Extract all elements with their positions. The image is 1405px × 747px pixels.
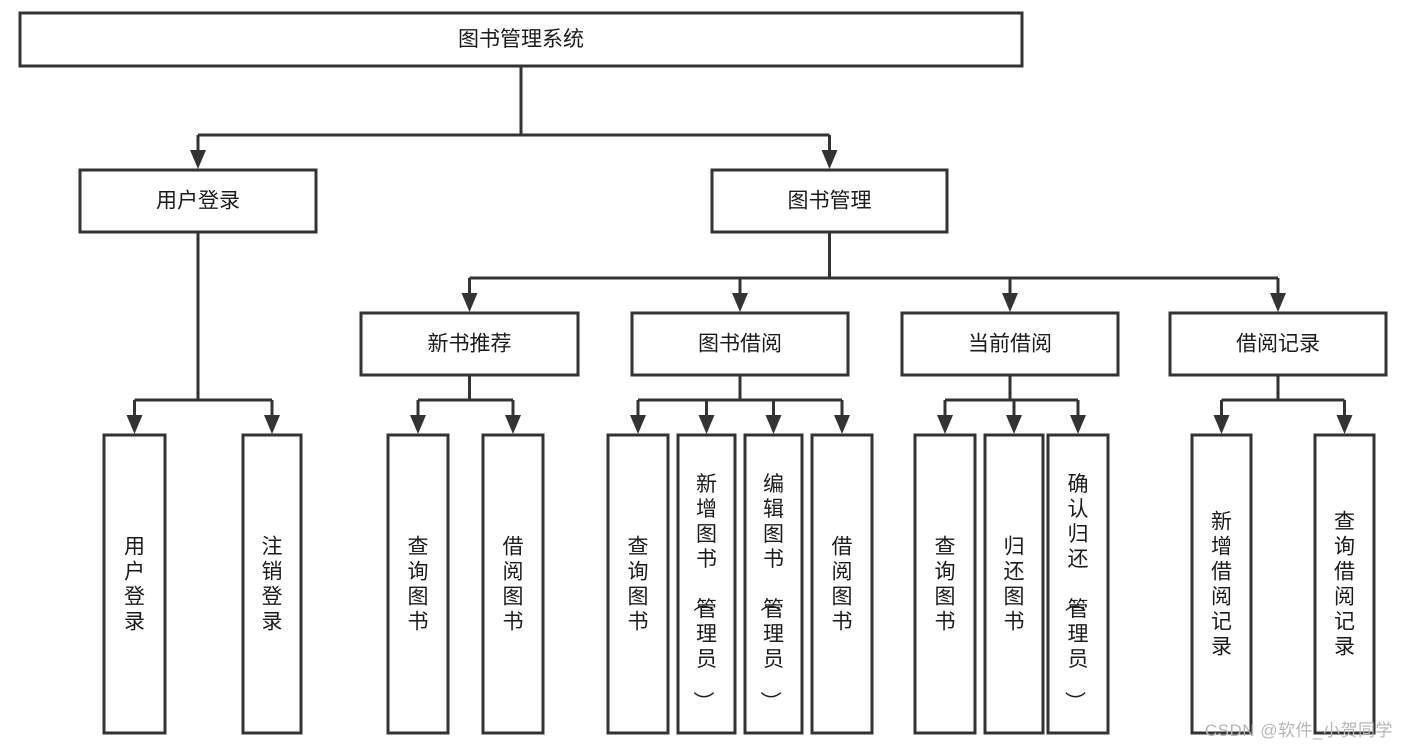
node-borrow-record[interactable]: 借阅记录 [1168,311,1388,377]
edge-group-new-book-recommend [410,375,521,434]
node-label: 图书借阅 [698,333,782,356]
node-label: 借阅图书 [503,536,524,634]
node-new-book-recommend[interactable]: 新书推荐 [359,311,580,377]
csdn-watermark: CSDN @软件_小贺同学 [1204,721,1393,740]
edge-group-borrow-record [1213,375,1353,434]
node-label: 查询图书 [628,536,649,634]
edge-group-user-login [126,232,280,434]
node-leaf-query-book-2[interactable]: 查询图书 [606,433,670,735]
node-leaf-confirm-return[interactable]: 确认归还（管理员） [1046,433,1110,735]
node-label: 新增借阅记录 [1211,511,1232,659]
node-leaf-add-record[interactable]: 新增借阅记录 [1190,433,1253,735]
node-label: 图书管理 [788,190,872,213]
edge-layer [126,66,1353,434]
node-label: 图书管理系统 [458,28,584,51]
node-leaf-query-book-1[interactable]: 查询图书 [386,433,450,735]
node-label: 用户登录 [124,536,145,634]
node-label: 确认归还（管理员） [1063,473,1089,712]
node-book-manage[interactable]: 图书管理 [710,168,949,234]
edge-group-current-borrow [937,375,1086,434]
edge-group-book-manage [461,232,1286,312]
edge-group-book-borrow [630,375,850,434]
node-layer: 图书管理系统用户登录图书管理新书推荐图书借阅当前借阅借阅记录用户登录注销登录查询… [18,11,1388,735]
node-root[interactable]: 图书管理系统 [18,11,1024,68]
node-leaf-user-login[interactable]: 用户登录 [102,433,167,735]
node-label: 借阅图书 [832,536,853,634]
node-label: 编辑图书（管理员） [758,473,784,712]
node-leaf-user-logout[interactable]: 注销登录 [241,433,303,735]
node-label: 查询图书 [408,536,429,634]
node-book-borrow[interactable]: 图书借阅 [630,311,850,377]
node-leaf-borrow-book-2[interactable]: 借阅图书 [810,433,874,735]
node-leaf-query-record[interactable]: 查询借阅记录 [1313,433,1376,735]
node-leaf-edit-book[interactable]: 编辑图书（管理员） [743,433,804,735]
node-label: 当前借阅 [968,333,1052,356]
node-label: 查询图书 [935,536,956,634]
edge-group-root [190,66,838,169]
node-leaf-return-book[interactable]: 归还图书 [983,433,1045,735]
node-leaf-borrow-book-1[interactable]: 借阅图书 [481,433,545,735]
node-label: 新书推荐 [428,333,512,356]
node-user-login[interactable]: 用户登录 [78,168,318,234]
node-label: 查询借阅记录 [1334,511,1355,659]
node-label: 新增图书（管理员） [691,473,717,712]
node-leaf-add-book[interactable]: 新增图书（管理员） [676,433,737,735]
node-label: 归还图书 [1004,536,1025,634]
node-leaf-query-book-3[interactable]: 查询图书 [913,433,977,735]
node-label: 用户登录 [156,190,240,213]
node-label: 借阅记录 [1236,333,1320,356]
node-current-borrow[interactable]: 当前借阅 [900,311,1120,377]
node-label: 注销登录 [262,536,283,634]
